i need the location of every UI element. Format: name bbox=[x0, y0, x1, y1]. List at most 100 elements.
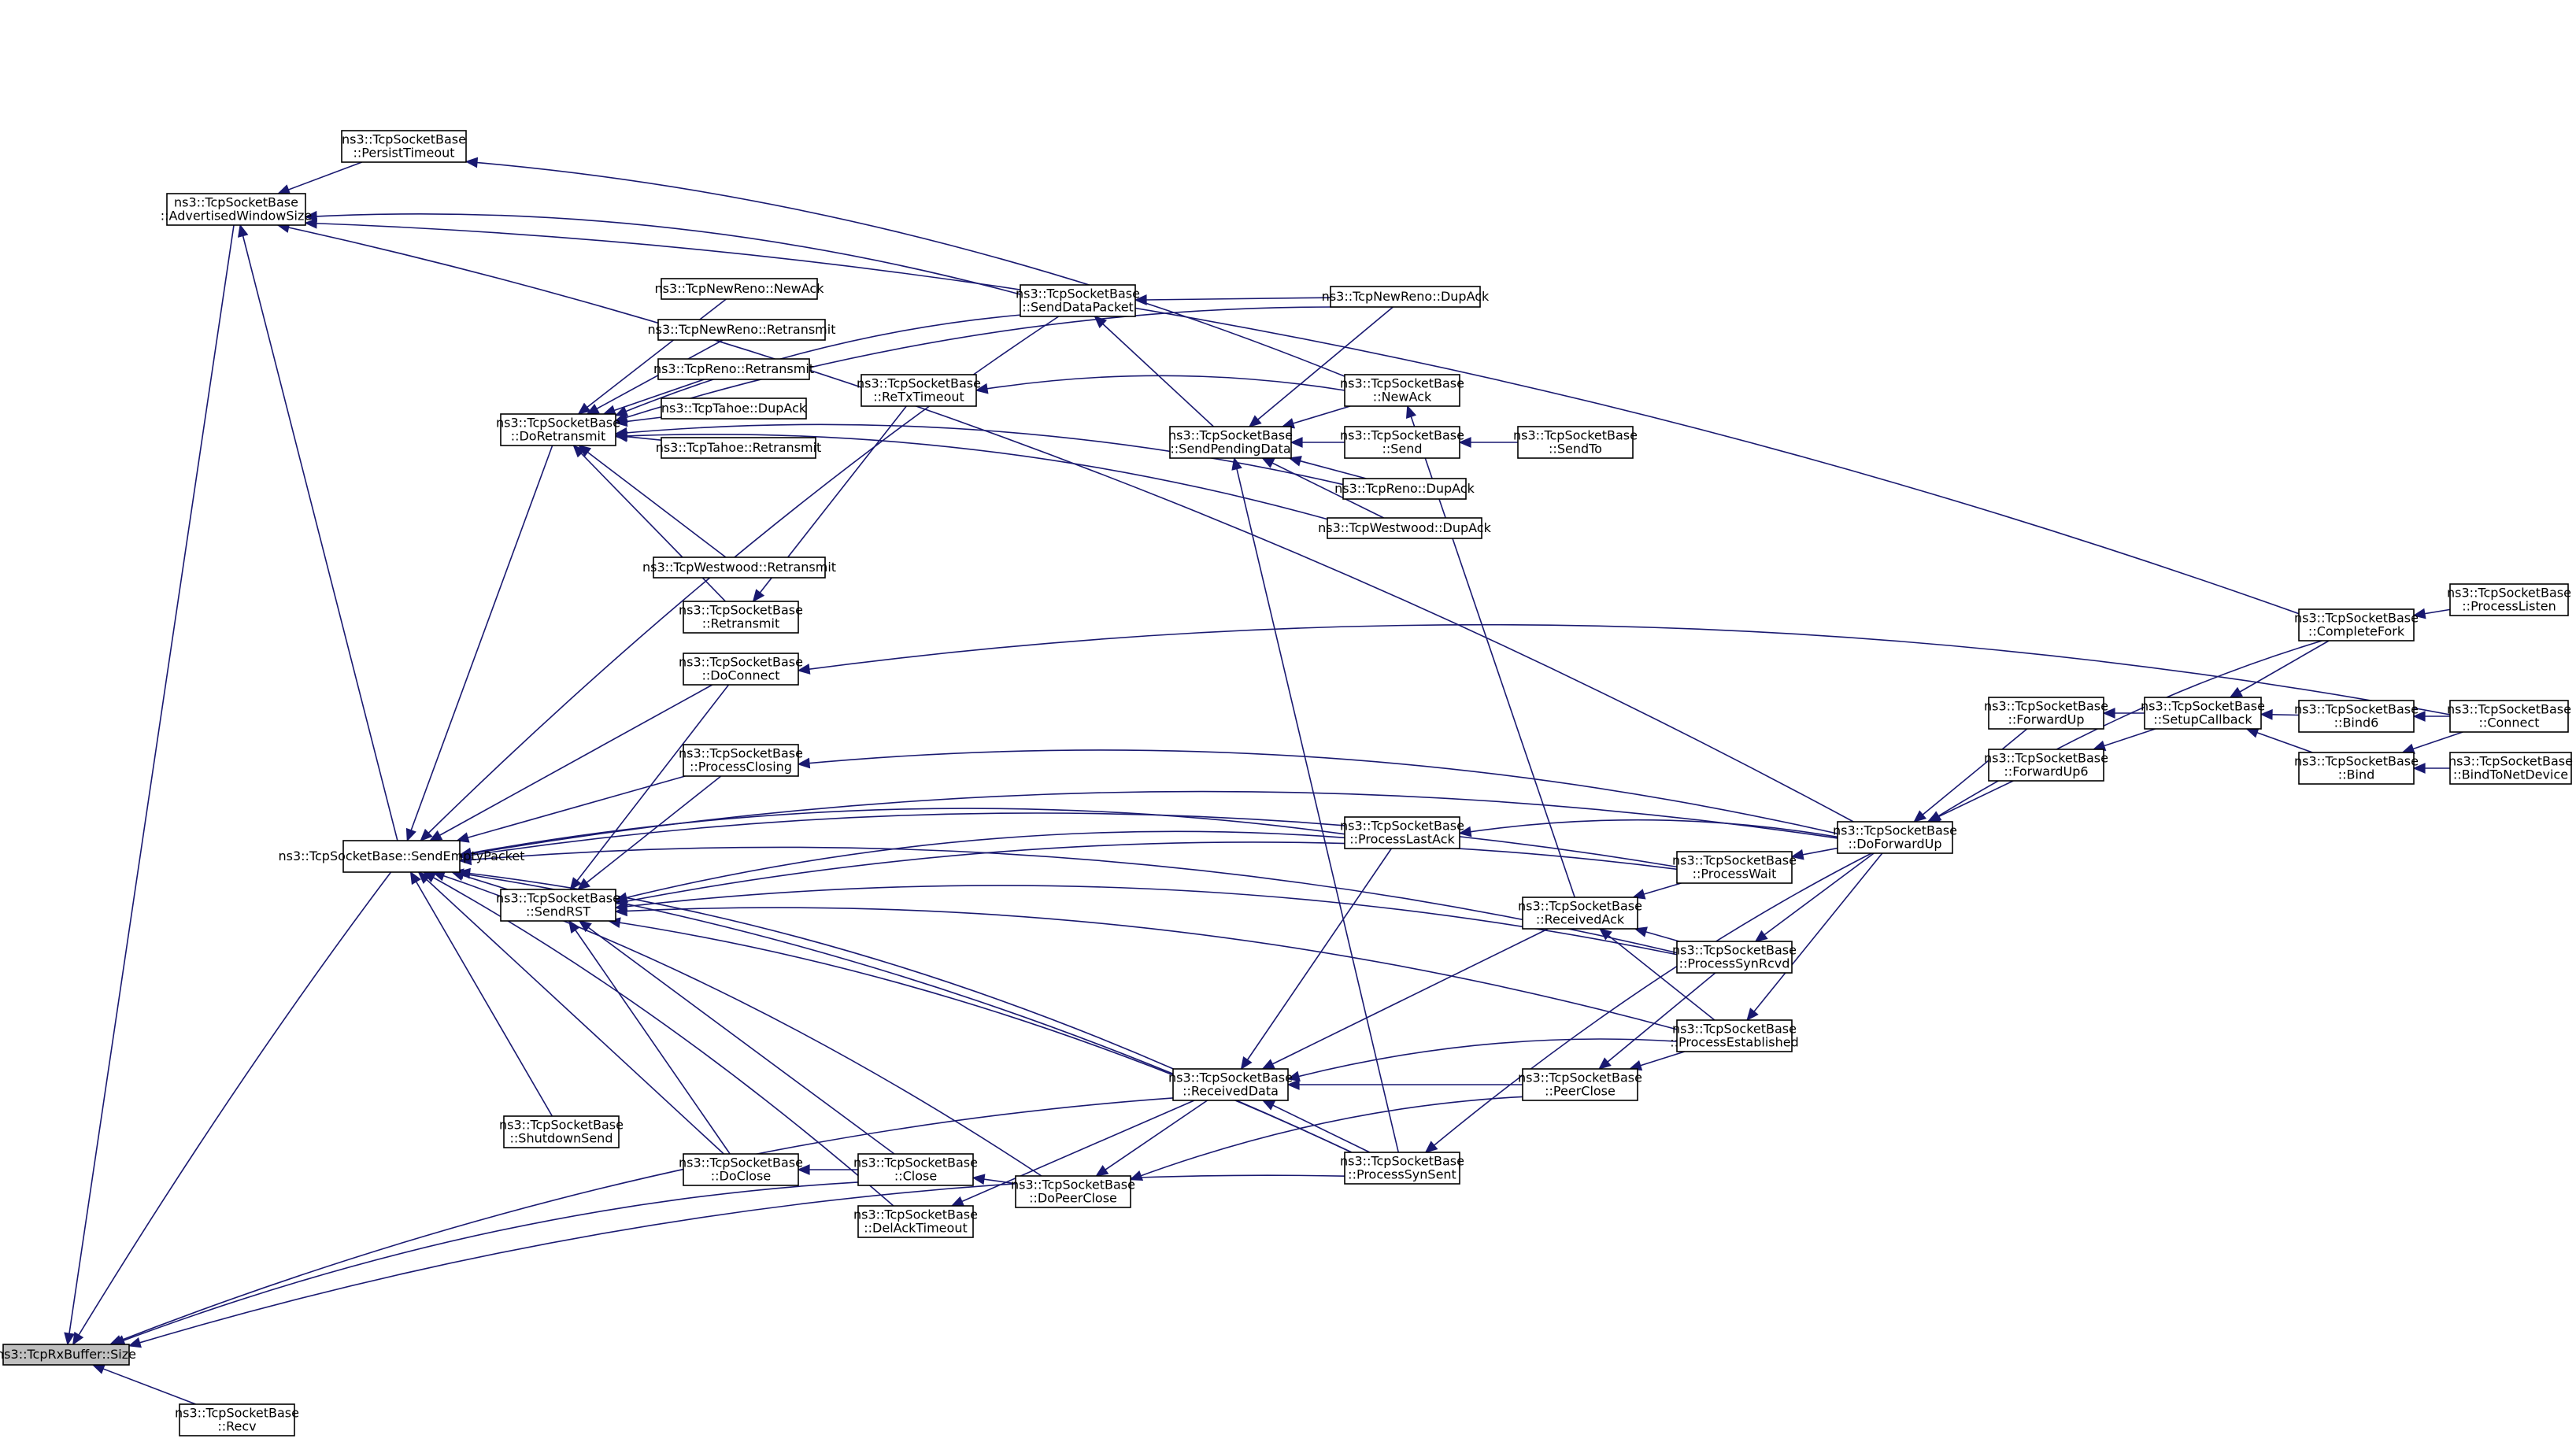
node-fwdup[interactable]: ns3::TcpSocketBase::ForwardUp bbox=[1984, 697, 2108, 730]
node-dofwd[interactable]: ns3::TcpSocketBase::DoForwardUp bbox=[1833, 821, 1957, 854]
node-label: ::ProcessListen bbox=[2462, 599, 2556, 614]
node-pwait[interactable]: ns3::TcpSocketBase::ProcessWait bbox=[1672, 851, 1797, 884]
node-nrretx[interactable]: ns3::TcpNewReno::Retransmit bbox=[648, 319, 836, 341]
node-nrnewack[interactable]: ns3::TcpNewReno::NewAck bbox=[655, 278, 825, 300]
edge-psynsent-to-recvdata bbox=[1262, 1100, 1371, 1153]
node-sendrst[interactable]: ns3::TcpSocketBase::SendRST bbox=[496, 889, 620, 922]
node-fwdup6[interactable]: ns3::TcpSocketBase::ForwardUp6 bbox=[1984, 749, 2108, 782]
node-renoretx[interactable]: ns3::TcpReno::Retransmit bbox=[653, 358, 814, 380]
arrowhead-dofwd-to-pclosing bbox=[797, 757, 811, 769]
node-size[interactable]: ns3::TcpRxBuffer::Size bbox=[0, 1344, 136, 1366]
arrowhead-sendto-to-send bbox=[1458, 437, 1471, 448]
node-setcb[interactable]: ns3::TcpSocketBase::SetupCallback bbox=[2141, 697, 2265, 730]
node-label: ns3::TcpNewReno::NewAck bbox=[655, 281, 825, 296]
edge-recvdata-to-delack bbox=[951, 1100, 1195, 1207]
node-dopeer[interactable]: ns3::TcpSocketBase::DoPeerClose bbox=[1011, 1175, 1135, 1208]
node-label: ns3::TcpSocketBase bbox=[1833, 823, 1957, 838]
node-label: ::NewAck bbox=[1373, 390, 1432, 405]
edge-sendempty-to-size bbox=[72, 871, 392, 1345]
node-renodup[interactable]: ns3::TcpReno::DupAck bbox=[1334, 478, 1475, 500]
node-box bbox=[683, 653, 799, 686]
node-westdup[interactable]: ns3::TcpWestwood::DupAck bbox=[1318, 517, 1492, 539]
node-box bbox=[1344, 1152, 1460, 1185]
node-doretx[interactable]: ns3::TcpSocketBase::DoRetransmit bbox=[496, 413, 620, 446]
node-label: ::DoPeerClose bbox=[1029, 1191, 1117, 1206]
arrowhead-nrdup-to-sendpend bbox=[1248, 415, 1262, 427]
edge-pestab-to-recvack bbox=[1599, 928, 1715, 1021]
node-label: ns3::TcpSocketBase bbox=[174, 195, 298, 210]
arrowhead-adv-to-size bbox=[64, 1332, 75, 1346]
node-retx[interactable]: ns3::TcpSocketBase::Retransmit bbox=[679, 601, 803, 634]
node-recv[interactable]: ns3::TcpSocketBase::Recv bbox=[175, 1403, 299, 1436]
node-label: ns3::TcpSocketBase bbox=[2447, 586, 2571, 601]
node-label: ns3::TcpSocketBase::SendEmptyPacket bbox=[279, 849, 525, 863]
node-label: ns3::TcpSocketBase bbox=[679, 655, 803, 670]
node-westretx[interactable]: ns3::TcpWestwood::Retransmit bbox=[642, 556, 836, 579]
node-delack[interactable]: ns3::TcpSocketBase::DelAckTimeout bbox=[853, 1205, 978, 1238]
node-label: ns3::TcpReno::DupAck bbox=[1334, 481, 1475, 496]
node-recvack[interactable]: ns3::TcpSocketBase::ReceivedAck bbox=[1518, 897, 1642, 930]
node-box bbox=[2449, 752, 2572, 785]
graph-nodes: ns3::TcpRxBuffer::Sizens3::TcpSocketBase… bbox=[0, 130, 2573, 1436]
arrowhead-pestab-to-recvdata bbox=[1286, 1070, 1301, 1082]
node-box bbox=[1172, 1068, 1289, 1101]
node-persist[interactable]: ns3::TcpSocketBase::PersistTimeout bbox=[341, 130, 467, 163]
arrowhead-newack-to-persist bbox=[464, 157, 479, 168]
arrowhead-nrnewack-to-doretx bbox=[577, 402, 591, 415]
arrowhead-senddata-to-sendempty bbox=[420, 828, 433, 842]
node-sendempty[interactable]: ns3::TcpSocketBase::SendEmptyPacket bbox=[279, 840, 525, 873]
node-plisten[interactable]: ns3::TcpSocketBase::ProcessListen bbox=[2447, 583, 2571, 616]
node-box bbox=[661, 437, 816, 459]
node-bind6[interactable]: ns3::TcpSocketBase::Bind6 bbox=[2294, 700, 2419, 733]
edge-senddata-to-adv bbox=[305, 213, 1021, 295]
node-label: ns3::TcpSocketBase bbox=[1518, 1070, 1642, 1085]
node-docon[interactable]: ns3::TcpSocketBase::DoConnect bbox=[679, 653, 803, 686]
node-connect[interactable]: ns3::TcpSocketBase::Connect bbox=[2447, 700, 2571, 733]
arrowhead-connect-to-docon bbox=[797, 664, 811, 675]
node-bindnd[interactable]: ns3::TcpSocketBase::BindToNetDevice bbox=[2448, 752, 2573, 785]
node-senddata[interactable]: ns3::TcpSocketBase::SendDataPacket bbox=[1016, 284, 1140, 317]
arrowhead-newack-to-rtxto bbox=[975, 383, 989, 394]
node-peerclose[interactable]: ns3::TcpSocketBase::PeerClose bbox=[1518, 1068, 1642, 1101]
node-shutsend[interactable]: ns3::TcpSocketBase::ShutdownSend bbox=[499, 1115, 624, 1148]
arrowhead-pclosing-to-sendempty bbox=[456, 832, 470, 843]
node-newack[interactable]: ns3::TcpSocketBase::NewAck bbox=[1340, 374, 1464, 407]
edge-connect-to-docon bbox=[798, 623, 2451, 715]
node-tahoedup[interactable]: ns3::TcpTahoe::DupAck bbox=[661, 397, 807, 420]
node-label: ns3::TcpSocketBase bbox=[2448, 754, 2573, 769]
node-label: ns3::TcpTahoe::DupAck bbox=[661, 401, 807, 416]
node-pclosing[interactable]: ns3::TcpSocketBase::ProcessClosing bbox=[679, 744, 803, 777]
node-label: ns3::TcpSocketBase bbox=[2294, 611, 2419, 626]
node-box bbox=[1015, 1175, 1131, 1208]
graph-edges bbox=[64, 157, 2463, 1405]
edge-shutsend-to-sendempty bbox=[409, 871, 553, 1117]
node-psynrcvd[interactable]: ns3::TcpSocketBase::ProcessSynRcvd bbox=[1672, 941, 1797, 974]
node-box bbox=[1344, 426, 1460, 459]
node-label: ::Retransmit bbox=[702, 616, 779, 631]
node-close[interactable]: ns3::TcpSocketBase::Close bbox=[853, 1153, 978, 1186]
node-bind[interactable]: ns3::TcpSocketBase::Bind bbox=[2294, 752, 2419, 785]
node-sendto[interactable]: ns3::TcpSocketBase::SendTo bbox=[1513, 426, 1638, 459]
arrowhead-psynrcvd-to-recvack bbox=[1634, 926, 1648, 937]
node-label: ::ReTxTimeout bbox=[873, 390, 964, 405]
node-box bbox=[341, 130, 467, 163]
node-label: ns3::TcpSocketBase bbox=[1672, 1022, 1797, 1037]
node-doclose[interactable]: ns3::TcpSocketBase::DoClose bbox=[679, 1153, 803, 1186]
node-rtxto[interactable]: ns3::TcpSocketBase::ReTxTimeout bbox=[857, 374, 981, 407]
node-sendpend[interactable]: ns3::TcpSocketBase::SendPendingData bbox=[1168, 426, 1293, 459]
node-pestab[interactable]: ns3::TcpSocketBase::ProcessEstablished bbox=[1670, 1019, 1799, 1052]
node-plastack[interactable]: ns3::TcpSocketBase::ProcessLastAck bbox=[1340, 816, 1464, 849]
node-recvdata[interactable]: ns3::TcpSocketBase::ReceivedData bbox=[1168, 1068, 1293, 1101]
node-adv[interactable]: ns3::TcpSocketBase::AdvertisedWindowSize bbox=[161, 193, 312, 226]
node-nrdup[interactable]: ns3::TcpNewReno::DupAck bbox=[1322, 286, 1490, 308]
node-box bbox=[342, 840, 461, 873]
node-send[interactable]: ns3::TcpSocketBase::Send bbox=[1340, 426, 1464, 459]
arrowhead-plisten-to-cfork bbox=[2412, 608, 2426, 619]
node-tahoeretx[interactable]: ns3::TcpTahoe::Retransmit bbox=[656, 437, 822, 459]
node-cfork[interactable]: ns3::TcpSocketBase::CompleteFork bbox=[2294, 608, 2419, 642]
node-box bbox=[2298, 752, 2415, 785]
arrowhead-bindnd-to-bind bbox=[2412, 763, 2426, 774]
node-psynsent[interactable]: ns3::TcpSocketBase::ProcessSynSent bbox=[1340, 1152, 1464, 1185]
node-label: ns3::TcpWestwood::Retransmit bbox=[642, 560, 836, 575]
